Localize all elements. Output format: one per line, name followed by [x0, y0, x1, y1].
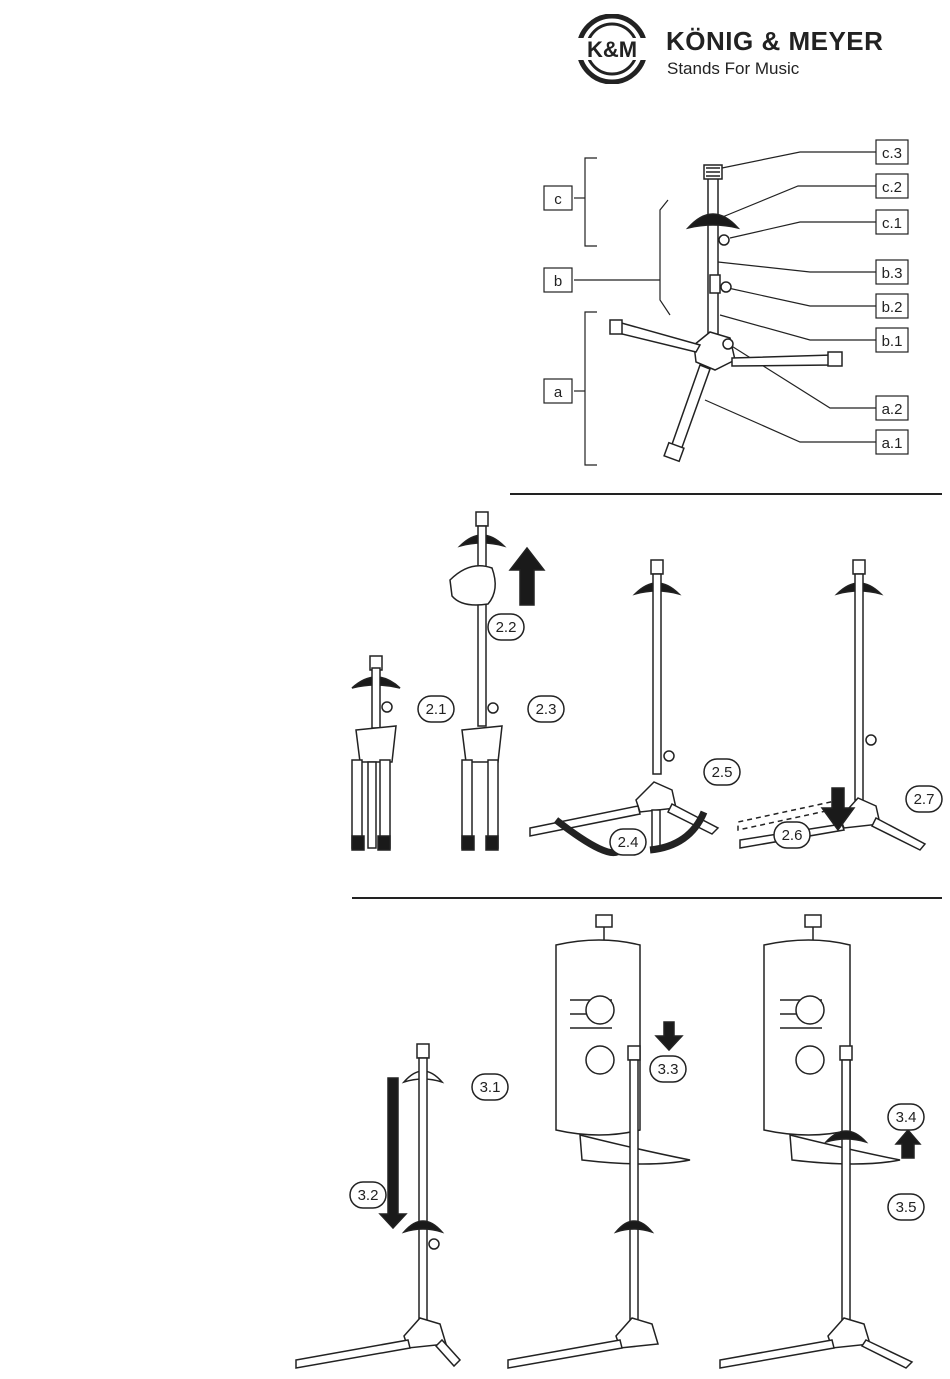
extended-stand	[450, 512, 504, 850]
part-label-b1: b.1	[882, 333, 903, 350]
step-label-2-6: 2.6	[782, 827, 803, 844]
part-label-b3: b.3	[882, 265, 903, 282]
arrow-up-icon	[510, 548, 544, 605]
group-label-b: b	[554, 273, 562, 290]
part-label-c3: c.3	[882, 145, 902, 162]
brand-tagline: Stands For Music	[667, 59, 799, 79]
step-label-3-5: 3.5	[896, 1199, 917, 1216]
hand-icon	[450, 566, 495, 605]
step-label-3-4: 3.4	[896, 1109, 917, 1126]
bracket-c	[585, 158, 597, 246]
folded-stand	[352, 656, 400, 850]
section-divider	[352, 897, 942, 899]
group-label-a: a	[554, 384, 563, 401]
instrument-2	[764, 915, 900, 1164]
part-label-c2: c.2	[882, 179, 902, 196]
step-label-3-1: 3.1	[480, 1079, 501, 1096]
km-logo-icon: K&M	[566, 14, 658, 84]
step-label-2-7: 2.7	[914, 791, 935, 808]
step-label-2-3: 2.3	[536, 701, 557, 718]
brand-header: K&M KÖNIG & MEYER Stands For Music	[566, 14, 946, 84]
usage-diagram: 3.1 3.2 3.3 3.4 3.5	[280, 905, 945, 1375]
step-label-2-1: 2.1	[426, 701, 447, 718]
step-label-3-2: 3.2	[358, 1187, 379, 1204]
parts-diagram: c b a c.3 c.2 c.1 b.3 b.2 b.1 a.2 a.1	[520, 130, 940, 475]
stand-drawing	[610, 165, 842, 461]
brand-name: KÖNIG & MEYER	[666, 26, 883, 57]
group-label-c: c	[554, 191, 562, 208]
part-label-c1: c.1	[882, 215, 902, 232]
long-arrow-down-icon	[380, 1078, 406, 1228]
part-label-b2: b.2	[882, 299, 903, 316]
bracket-a	[585, 312, 597, 465]
logo-lettering: K&M	[587, 37, 637, 62]
step-label-2-4: 2.4	[618, 834, 639, 851]
step-label-2-2: 2.2	[496, 619, 517, 636]
part-label-a2: a.2	[882, 401, 903, 418]
step-label-2-5: 2.5	[712, 764, 733, 781]
assembly-diagram: 2.1 2.2 2.3 2.4 2.5 2.6 2.7	[320, 500, 945, 860]
section-divider	[510, 493, 942, 495]
bracket-b	[660, 200, 670, 315]
part-label-a1: a.1	[882, 435, 903, 452]
step-label-3-3: 3.3	[658, 1061, 679, 1078]
